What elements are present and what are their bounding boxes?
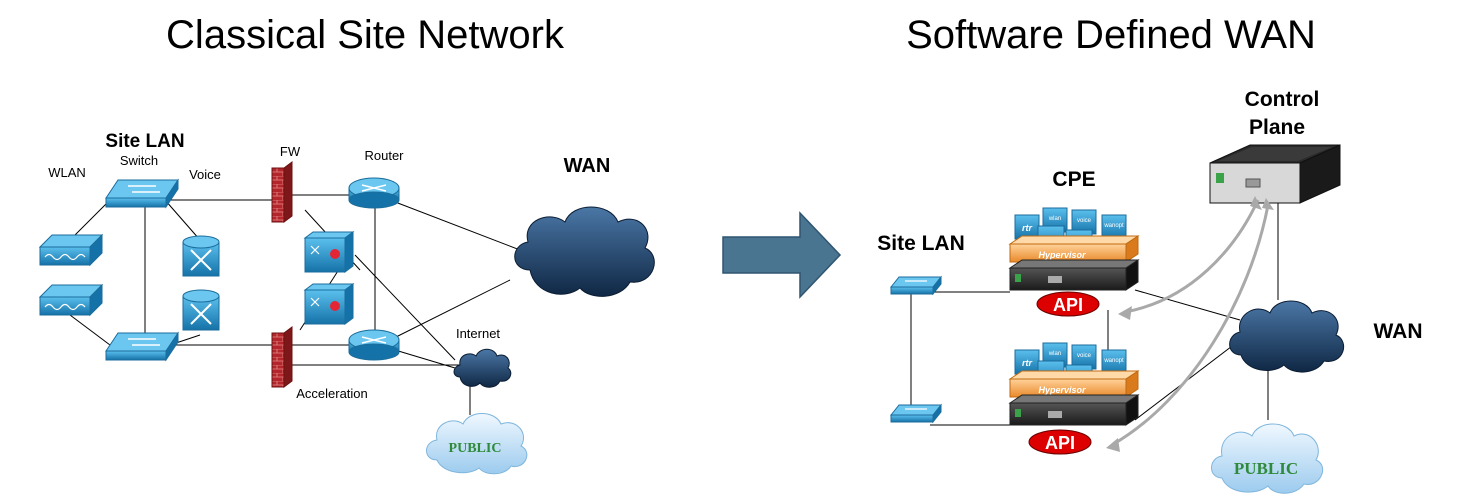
api-bottom-label: API [1045,433,1075,453]
vnf-voice-top: voice [1077,218,1092,224]
cpe-bottom-stack: rtr sw FW wlan voice wanopt Hypervisor [1008,342,1140,426]
vnf-wlan-bottom: wlan [1048,351,1061,357]
wlan-ap-top-icon [38,233,104,267]
site-lan-switch-top-icon [889,275,943,296]
wan-cloud-right-icon [1229,300,1345,373]
switch-top-icon [105,178,179,209]
acceleration-top-icon [303,231,355,273]
acceleration-label: Acceleration [296,386,368,401]
public-left-label: PUBLIC [449,441,502,456]
hypervisor-top-label: Hypervisor [1038,250,1086,260]
firewall-top-icon [271,161,293,223]
public-cloud-left-icon: PUBLIC [426,413,528,475]
vnf-voice-bottom: voice [1077,353,1092,359]
right-title: Software Defined WAN [906,13,1316,57]
control-arrows [1106,196,1274,452]
hypervisor-bottom-icon: Hypervisor [1008,370,1140,398]
voice-label: Voice [189,167,221,182]
server-top-icon [1008,259,1140,291]
wan-left-label: WAN [564,155,611,177]
site-lan-switch-bottom-icon [889,403,943,424]
vnf-wanopt-top: wanopt [1103,223,1124,229]
hypervisor-bottom-label: Hypervisor [1038,385,1086,395]
site-lan-left-label: Site LAN [105,131,184,152]
cpe-top-stack: rtr sw FW wlan voice wanopt Hypervisor [1008,207,1140,291]
vnf-rtr-top: rtr [1022,223,1032,233]
acceleration-bottom-icon [303,283,355,325]
firewall-bottom-icon [271,326,293,388]
router-bottom-icon [348,329,400,361]
control-plane-label-1: Control [1245,88,1320,111]
hypervisor-top-icon: Hypervisor [1008,235,1140,263]
switch-bottom-icon [105,331,179,362]
public-cloud-right-icon: PUBLIC [1211,423,1324,494]
internet-cloud-icon [453,348,512,388]
voice-gateway-top-icon [182,235,220,277]
wlan-label: WLAN [48,165,86,180]
vnf-rtr-bottom: rtr [1022,358,1032,368]
wan-right-label: WAN [1374,320,1423,343]
wlan-ap-bottom-icon [38,283,104,317]
router-label: Router [364,148,404,163]
control-plane-label-2: Plane [1249,116,1305,139]
wan-cloud-left-icon [514,206,655,297]
api-top-badge: API [1036,291,1100,317]
api-top-label: API [1053,295,1083,315]
left-links [69,194,521,415]
api-bottom-badge: API [1028,429,1092,455]
control-plane-server-icon [1209,144,1341,204]
voice-gateway-bottom-icon [182,289,220,331]
fw-label: FW [280,144,301,159]
internet-label: Internet [456,326,500,341]
vnf-wanopt-bottom: wanopt [1103,358,1124,364]
server-bottom-icon [1008,394,1140,426]
public-right-label: PUBLIC [1234,459,1298,478]
site-lan-right-label: Site LAN [877,232,965,255]
router-top-icon [348,177,400,209]
left-title: Classical Site Network [166,13,565,57]
vnf-wlan-top: wlan [1048,216,1061,222]
transition-arrow-icon [722,211,842,299]
cpe-label: CPE [1052,168,1095,191]
switch-label: Switch [120,153,158,168]
